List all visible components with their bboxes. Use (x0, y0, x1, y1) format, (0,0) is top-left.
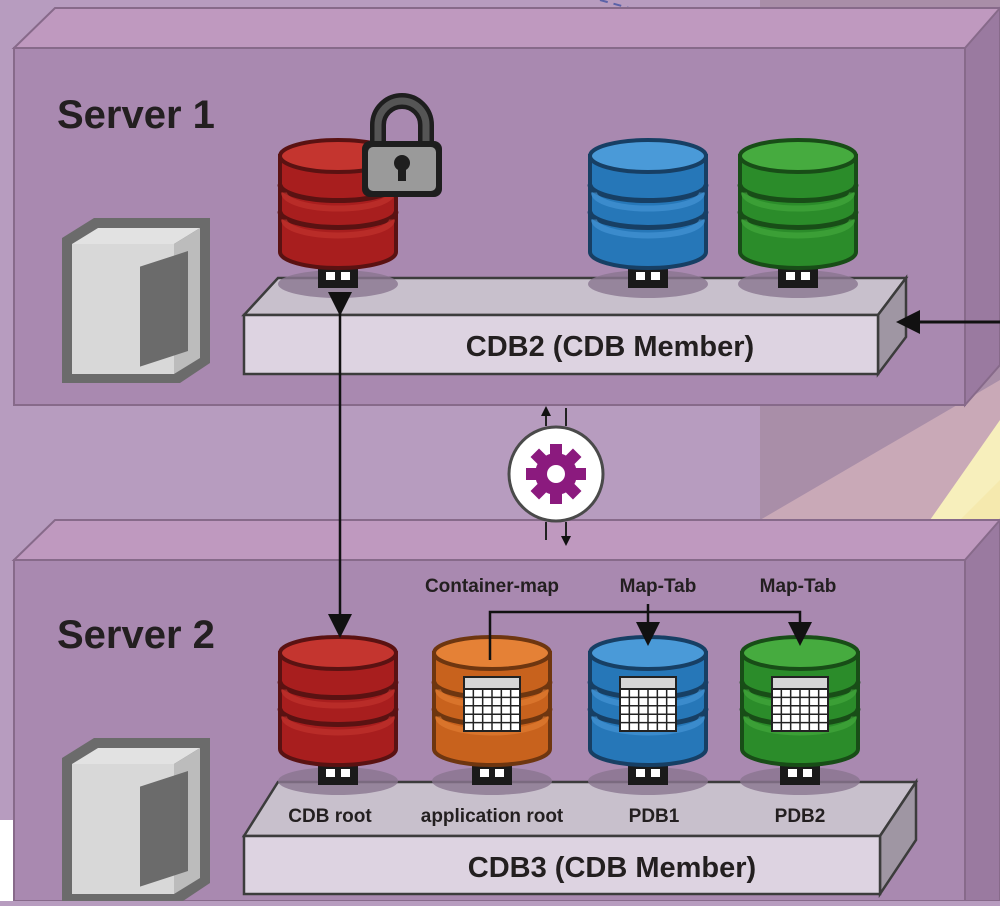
map-tab-tag-pdb1: Map-Tab (620, 576, 697, 597)
database-cylinder-green (739, 635, 861, 795)
database-cylinder-blue (587, 138, 709, 298)
server-tower-icon (62, 218, 210, 383)
sync-gear-icon (507, 406, 605, 546)
db-label-cdb-root: CDB root (288, 806, 372, 827)
server-tower-icon (62, 738, 210, 903)
map-tab-tag-pdb2: Map-Tab (760, 576, 837, 597)
table-grid-icon (619, 676, 677, 732)
table-grid-icon (463, 676, 521, 732)
database-cylinder-blue (587, 635, 709, 795)
cdb3-label: CDB3 (CDB Member) (468, 852, 756, 884)
lock-icon (362, 93, 442, 197)
cdb2-label: CDB2 (CDB Member) (466, 331, 754, 363)
db-label-pdb2: PDB2 (775, 806, 826, 827)
map-connectors (488, 604, 812, 660)
database-cylinder-green (737, 138, 859, 298)
database-cylinder-red (277, 635, 399, 795)
server-1-title: Server 1 (57, 93, 215, 137)
table-grid-icon (771, 676, 829, 732)
db-label-pdb1: PDB1 (629, 806, 680, 827)
server-2-title: Server 2 (57, 613, 215, 657)
database-cylinder-orange (431, 635, 553, 795)
container-map-tag: Container-map (425, 576, 559, 597)
db-label-application-root: application root (421, 806, 564, 827)
cdb3-platform: CDB3 (CDB Member) (241, 777, 919, 899)
